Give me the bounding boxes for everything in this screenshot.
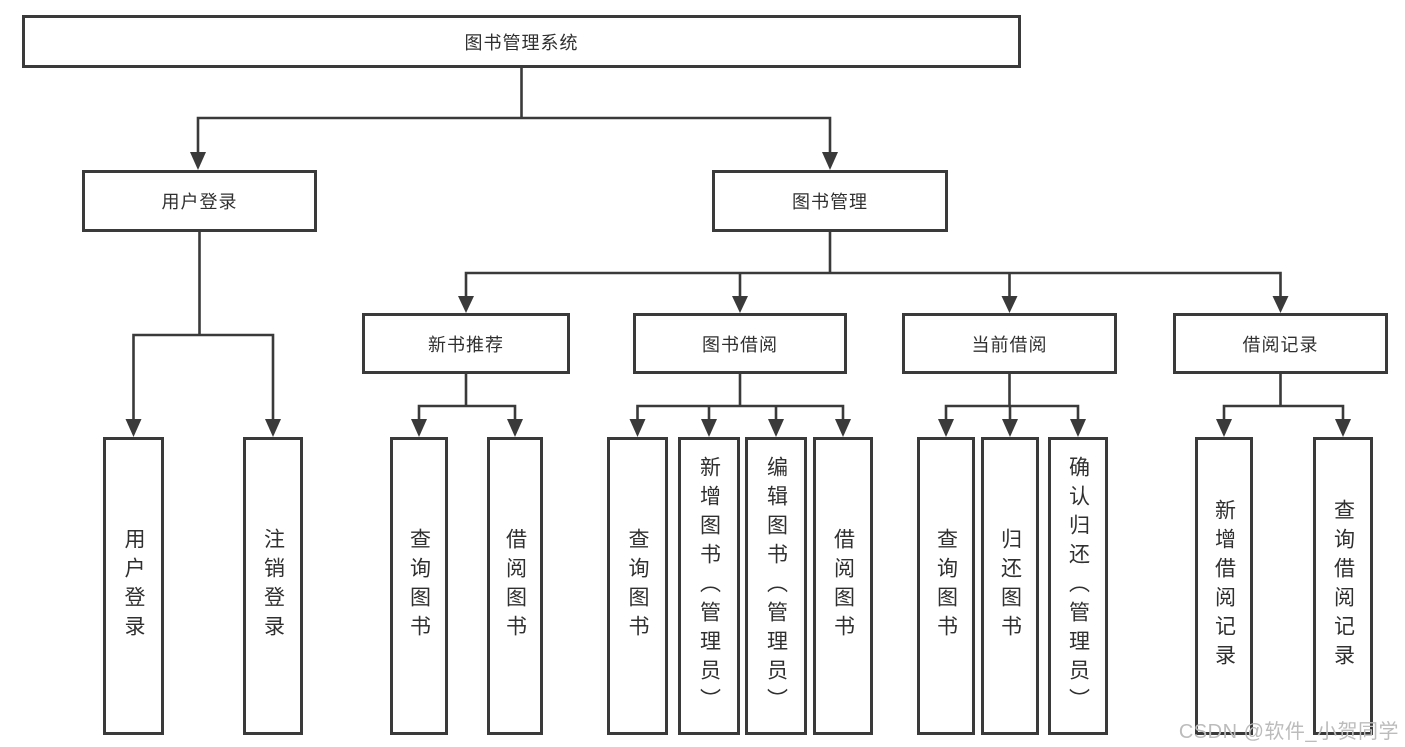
node-label: 借阅记录 <box>1242 334 1319 355</box>
node-label: 新增借阅记录 <box>1212 499 1236 673</box>
node-label: 注销登录 <box>261 528 285 644</box>
node-label: 查询图书 <box>934 528 958 644</box>
leaf-query-books-borrow: 查询图书 <box>607 437 668 735</box>
leaf-add-borrow-record: 新增借阅记录 <box>1195 437 1253 735</box>
node-current-borrowing: 当前借阅 <box>902 313 1117 374</box>
leaf-query-books-current: 查询图书 <box>917 437 975 735</box>
leaf-edit-book-admin: 编辑图书（管理员） <box>745 437 807 735</box>
node-label: 查询图书 <box>626 528 649 644</box>
node-label: 新书推荐 <box>428 334 504 355</box>
node-label: 图书借阅 <box>702 334 778 355</box>
node-label: 图书管理系统 <box>464 32 579 53</box>
leaf-borrow-books: 借阅图书 <box>813 437 873 735</box>
watermark: CSDN @软件_小贺同学 <box>1178 721 1399 743</box>
node-label: 归还图书 <box>998 528 1022 644</box>
leaf-logout: 注销登录 <box>243 437 303 735</box>
arrowheads <box>125 152 1351 437</box>
node-book-management: 图书管理 <box>712 170 948 232</box>
node-user-login: 用户登录 <box>82 170 317 232</box>
leaf-return-book: 归还图书 <box>981 437 1039 735</box>
node-label: 当前借阅 <box>971 334 1048 355</box>
node-book-borrowing: 图书借阅 <box>633 313 847 374</box>
node-new-book-recommendation: 新书推荐 <box>362 313 570 374</box>
node-label: 用户登录 <box>161 192 238 212</box>
node-label: 用户登录 <box>122 528 145 644</box>
node-library-management-system: 图书管理系统 <box>22 15 1021 68</box>
node-borrowing-records: 借阅记录 <box>1173 313 1388 374</box>
leaf-query-borrow-record: 查询借阅记录 <box>1313 437 1373 735</box>
leaf-user-login: 用户登录 <box>103 437 164 735</box>
leaf-borrow-books-recommend: 借阅图书 <box>487 437 543 735</box>
node-label: 借阅图书 <box>831 528 855 644</box>
leaf-confirm-return-admin: 确认归还（管理员） <box>1048 437 1108 735</box>
node-label: 查询借阅记录 <box>1331 499 1355 673</box>
node-label: 编辑图书（管理员） <box>764 455 788 717</box>
node-label: 新增图书（管理员） <box>697 455 721 717</box>
node-label: 查询图书 <box>407 528 431 644</box>
node-label: 借阅图书 <box>503 528 527 644</box>
leaf-query-books-recommend: 查询图书 <box>390 437 448 735</box>
node-label: 图书管理 <box>792 192 868 212</box>
node-label: 确认归还（管理员） <box>1066 455 1090 717</box>
leaf-add-book-admin: 新增图书（管理员） <box>678 437 740 735</box>
